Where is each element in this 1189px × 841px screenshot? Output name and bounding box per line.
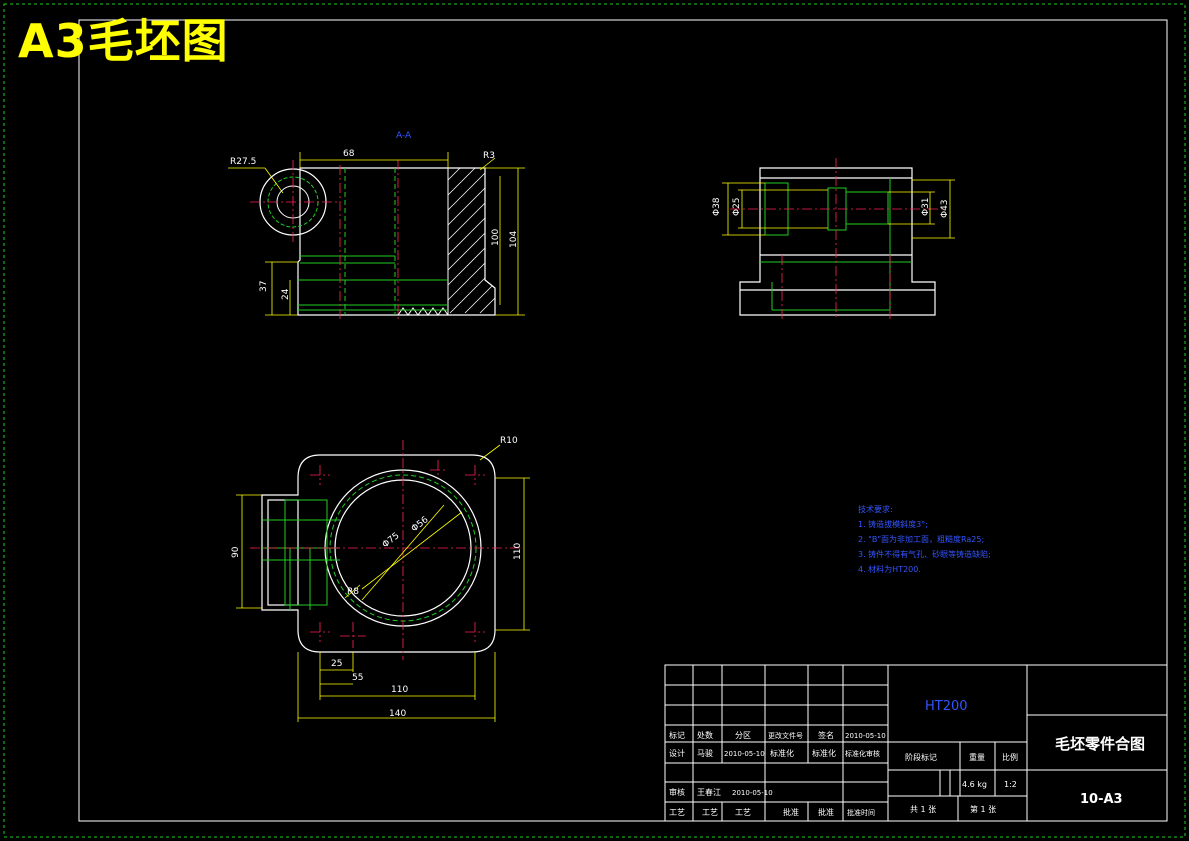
tb-r3-c1: 审核 xyxy=(669,787,685,797)
dim-r-boss: R27.5 xyxy=(230,157,256,167)
dim-height-left: 90 xyxy=(231,546,241,558)
tb-r2-c2: 马骏 xyxy=(697,748,713,758)
tb-r2-c4: 标准化 xyxy=(770,748,794,758)
tb-scale: 1:2 xyxy=(1004,780,1017,789)
tb-r3-c2: 王春江 xyxy=(697,787,721,797)
notes-item-2: 2. "B"面为非加工面，粗糙度Ra25; xyxy=(858,535,985,544)
dim-h-base: 37 xyxy=(259,281,269,292)
tb-r2-c3: 2010-05-10 xyxy=(724,750,765,758)
dim-d-right-outer: Φ43 xyxy=(940,199,950,218)
dim-d-left-outer: Φ38 xyxy=(712,197,722,216)
side-view: Φ38 Φ25 Φ31 Φ43 xyxy=(712,158,955,320)
tb-r1-c2: 处数 xyxy=(697,730,713,740)
side-body-outline xyxy=(739,167,936,316)
dim-h-total: 104 xyxy=(509,231,519,248)
tb-stage: 阶段标记 xyxy=(905,752,937,762)
dim-height-right: 110 xyxy=(513,543,523,560)
tb-sheets: 共 1 张 xyxy=(910,805,936,814)
top-side-hidden xyxy=(284,499,328,606)
tb-r4-c1: 工艺 xyxy=(669,808,685,817)
dim-small-r: R8 xyxy=(347,587,359,597)
tb-r1-c4: 更改文件号 xyxy=(768,731,803,740)
section-label: A-A xyxy=(396,131,412,141)
notes-heading: 技术要求: xyxy=(858,505,893,514)
tb-r2-c5: 标准化 xyxy=(812,748,836,758)
dim-h-flange: 24 xyxy=(281,288,291,300)
dim-d-outer: Φ75 xyxy=(381,531,402,550)
notes-item-3: 3. 铸件不得有气孔、砂眼等铸造缺陷; xyxy=(858,550,991,559)
dim-h-inner: 100 xyxy=(491,229,501,246)
tb-r4-c6: 批准时间 xyxy=(847,808,875,817)
notes-item-4: 4. 材料为HT200. xyxy=(858,565,921,574)
top-boss-side xyxy=(267,499,299,606)
dim-w140: 140 xyxy=(389,709,406,719)
tb-r2-c6: 标准化审核 xyxy=(845,749,880,758)
technical-notes: 技术要求: 1. 铸造拔模斜度3°; 2. "B"面为非加工面，粗糙度Ra25;… xyxy=(858,502,991,577)
sheet-border xyxy=(3,3,1186,838)
tb-r1-c1: 标记 xyxy=(669,730,685,740)
front-view: A-A R27.5 68 R3 104 100 37 24 xyxy=(228,131,525,320)
front-hatching xyxy=(447,167,496,314)
notes-item-1: 1. 铸造拔模斜度3°; xyxy=(858,520,928,529)
dim-w55: 55 xyxy=(352,673,363,683)
dim-w110: 110 xyxy=(391,685,408,695)
page-title: A3毛坯图 xyxy=(18,14,229,68)
tb-r1-c5: 签名 xyxy=(818,730,834,740)
tb-r3-c3: 2010-05-10 xyxy=(732,789,773,797)
tb-r4-c4: 批准 xyxy=(783,807,799,817)
tb-weight-label: 重量 xyxy=(969,752,985,762)
tb-material: HT200 xyxy=(925,699,968,714)
tb-scale-label: 比例 xyxy=(1002,752,1018,762)
tb-r4-c3: 工艺 xyxy=(735,808,751,817)
dim-d-left-inner: Φ25 xyxy=(732,197,742,216)
dim-width-top: 68 xyxy=(343,149,355,159)
top-view: R10 Φ75 Φ56 90 110 R8 25 55 110 140 xyxy=(231,436,530,722)
dim-chamfer: R3 xyxy=(483,151,495,161)
tb-r4-c2: 工艺 xyxy=(702,808,718,817)
title-block xyxy=(664,664,1168,822)
tb-r1-c3: 分区 xyxy=(735,731,751,740)
tb-sheet-no: 第 1 张 xyxy=(970,804,996,814)
side-right-bore xyxy=(845,191,889,225)
drawing-frame xyxy=(78,19,1168,822)
tb-r4-c5: 批准 xyxy=(818,807,834,817)
dim-corner-r: R10 xyxy=(500,436,518,446)
dim-d-right-inner: Φ31 xyxy=(921,197,931,216)
title-block-text: HT200 毛坯零件合图 10-A3 标记 处数 分区 更改文件号 签名 201… xyxy=(669,699,1145,817)
dim-d-inner: Φ56 xyxy=(410,515,431,534)
tb-r2-c1: 设计 xyxy=(669,748,685,758)
tb-r1-c6: 2010-05-10 xyxy=(845,732,886,740)
front-base-zigzag xyxy=(397,307,449,316)
tb-drawing-no: 10-A3 xyxy=(1080,792,1123,807)
tb-weight: 4.6 kg xyxy=(962,780,987,789)
front-body-outline xyxy=(297,167,496,316)
dim-w25: 25 xyxy=(331,659,342,669)
tb-part-name: 毛坯零件合图 xyxy=(1055,735,1145,753)
